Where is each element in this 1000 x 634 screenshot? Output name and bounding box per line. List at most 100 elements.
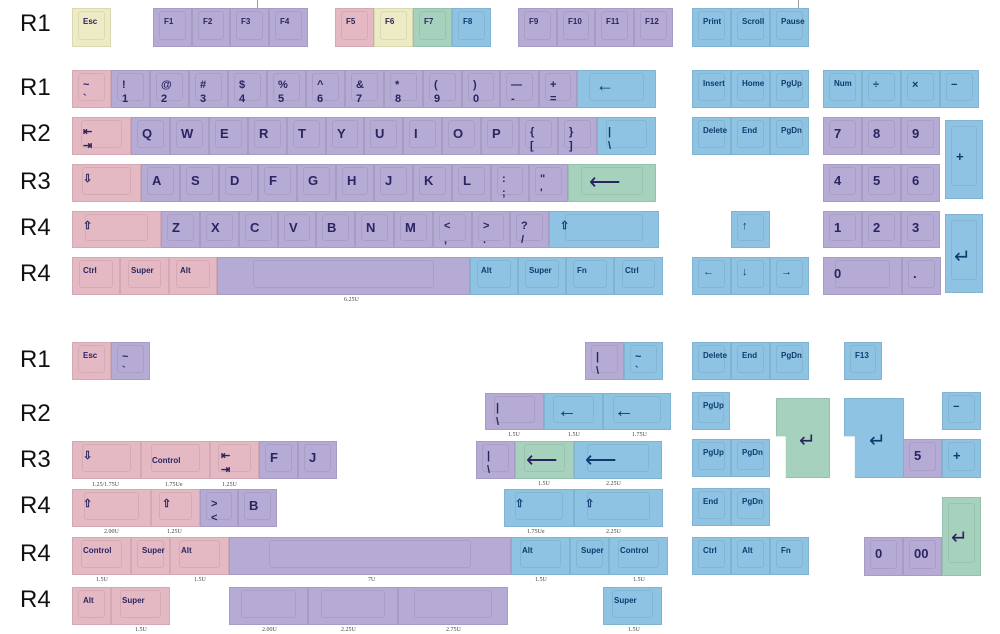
key-control-1-5u[interactable]: Control: [72, 537, 131, 575]
key-num-divide[interactable]: ÷: [862, 70, 901, 108]
key-lbracket[interactable]: { [: [519, 117, 558, 155]
key-pgdn-r3[interactable]: PgDn: [731, 439, 770, 477]
key-f2[interactable]: F2: [192, 8, 230, 47]
key-rsuper-1u[interactable]: Super: [570, 537, 609, 575]
key-pipe-r3[interactable]: | \: [476, 441, 515, 479]
key-j[interactable]: J: [374, 164, 413, 202]
key-iso-enter-blue[interactable]: ↵: [844, 398, 904, 478]
key-fn-nav[interactable]: Fn: [770, 537, 809, 575]
key-rcontrol-1-5u[interactable]: Control: [609, 537, 668, 575]
key-l[interactable]: L: [452, 164, 491, 202]
key-print[interactable]: Print: [692, 8, 731, 47]
key-scroll[interactable]: Scroll: [731, 8, 770, 47]
key-spacebar-2-25u[interactable]: [308, 587, 398, 625]
key-ctrl-nav[interactable]: Ctrl: [692, 537, 731, 575]
key-lctrl[interactable]: Ctrl: [72, 257, 120, 295]
key-fn[interactable]: Fn: [566, 257, 614, 295]
key-num-minus[interactable]: −: [940, 70, 979, 108]
key-ralt[interactable]: Alt: [470, 257, 518, 295]
key-f12[interactable]: F12: [634, 8, 673, 47]
key-f8[interactable]: F8: [452, 8, 491, 47]
key-s[interactable]: S: [180, 164, 219, 202]
key-g[interactable]: G: [297, 164, 336, 202]
key-control-1-75u[interactable]: Control: [141, 441, 210, 479]
key-h[interactable]: H: [336, 164, 374, 202]
key-num-5[interactable]: 5: [862, 164, 901, 202]
key-spacebar-7u[interactable]: [229, 537, 511, 575]
key-minus[interactable]: — -: [500, 70, 539, 108]
key-lalt[interactable]: Alt: [169, 257, 217, 295]
key-ralt-1-5u[interactable]: Alt: [511, 537, 570, 575]
key-super-1-5u[interactable]: Super: [111, 587, 170, 625]
key-num-9[interactable]: 9: [901, 117, 940, 155]
key-num-2[interactable]: 2: [862, 211, 901, 248]
key-iso-enter-green[interactable]: ↵: [776, 398, 830, 478]
key-num-5-alt[interactable]: 5: [903, 439, 942, 478]
key-spacebar[interactable]: [217, 257, 470, 295]
key-j-homing[interactable]: J: [298, 441, 337, 479]
key-m[interactable]: M: [394, 211, 433, 248]
key-slash[interactable]: ? /: [510, 211, 549, 248]
key-semicolon[interactable]: : ;: [491, 164, 529, 202]
key-super-1u[interactable]: Super: [131, 537, 170, 575]
key-f7[interactable]: F7: [413, 8, 452, 47]
key-f[interactable]: F: [258, 164, 297, 202]
key-caps-split[interactable]: ⇩: [72, 441, 141, 479]
key-pgup[interactable]: PgUp: [770, 70, 809, 108]
key-rsuper-1-5u[interactable]: Super: [603, 587, 662, 625]
key-tab-1-25u[interactable]: ⇤ ⇥: [210, 441, 259, 479]
key-c[interactable]: C: [239, 211, 278, 248]
key-lsuper[interactable]: Super: [120, 257, 169, 295]
key-tilde-alt[interactable]: ~ `: [624, 342, 663, 380]
key-e[interactable]: E: [209, 117, 248, 155]
key-enter[interactable]: ⟵: [568, 164, 656, 202]
key-f-homing[interactable]: F: [259, 441, 298, 479]
key-k[interactable]: K: [413, 164, 452, 202]
key-left[interactable]: ←: [692, 257, 731, 295]
key-right[interactable]: →: [770, 257, 809, 295]
key-lshift-2u[interactable]: ⇧: [72, 489, 151, 527]
key-quote[interactable]: " ': [529, 164, 568, 202]
key-pgdn-alt[interactable]: PgDn: [770, 342, 809, 380]
key-f11[interactable]: F11: [595, 8, 634, 47]
key-pipe-alt[interactable]: | \: [585, 342, 624, 380]
key-rshift-2-25u[interactable]: ⇧: [574, 489, 663, 527]
key-x[interactable]: X: [200, 211, 239, 248]
key-grave-alt[interactable]: ~ `: [111, 342, 150, 380]
key-f10[interactable]: F10: [557, 8, 595, 47]
key-num-00[interactable]: 00: [903, 537, 942, 576]
key-a[interactable]: A: [141, 164, 180, 202]
key-pgdn[interactable]: PgDn: [770, 117, 809, 155]
key-num-6[interactable]: 6: [901, 164, 940, 202]
key-pgdn-r4[interactable]: PgDn: [731, 488, 770, 526]
key-0[interactable]: ) 0: [462, 70, 500, 108]
key-down[interactable]: ↓: [731, 257, 770, 295]
key-f6[interactable]: F6: [374, 8, 413, 47]
key-esc[interactable]: Esc: [72, 8, 111, 47]
key-insert[interactable]: Insert: [692, 70, 731, 108]
key-8[interactable]: * 8: [384, 70, 423, 108]
key-rbracket[interactable]: } ]: [558, 117, 597, 155]
key-1[interactable]: ! 1: [111, 70, 150, 108]
key-num-enter[interactable]: ↵: [945, 214, 983, 293]
key-rshift[interactable]: ⇧: [549, 211, 659, 248]
key-num-7[interactable]: 7: [823, 117, 862, 155]
key-up[interactable]: ↑: [731, 211, 770, 248]
key-o[interactable]: O: [442, 117, 481, 155]
key-4[interactable]: $ 4: [228, 70, 267, 108]
key-period[interactable]: > .: [472, 211, 510, 248]
key-end-alt[interactable]: End: [731, 342, 770, 380]
key-iso-angle[interactable]: > <: [200, 489, 238, 527]
key-f9[interactable]: F9: [518, 8, 557, 47]
key-rshift-1-75u[interactable]: ⇧: [504, 489, 574, 527]
key-alt-1-5u[interactable]: Alt: [170, 537, 229, 575]
key-end-r4[interactable]: End: [692, 488, 731, 526]
key-5[interactable]: % 5: [267, 70, 306, 108]
key-delete-alt[interactable]: Delete: [692, 342, 731, 380]
key-backspace-1-5u[interactable]: ←: [544, 393, 603, 430]
key-enter-1-5u[interactable]: ⟵: [515, 441, 574, 479]
key-2[interactable]: @ 2: [150, 70, 189, 108]
key-f3[interactable]: F3: [230, 8, 269, 47]
key-lshift-1-25u[interactable]: ⇧: [151, 489, 200, 527]
key-u[interactable]: U: [364, 117, 403, 155]
